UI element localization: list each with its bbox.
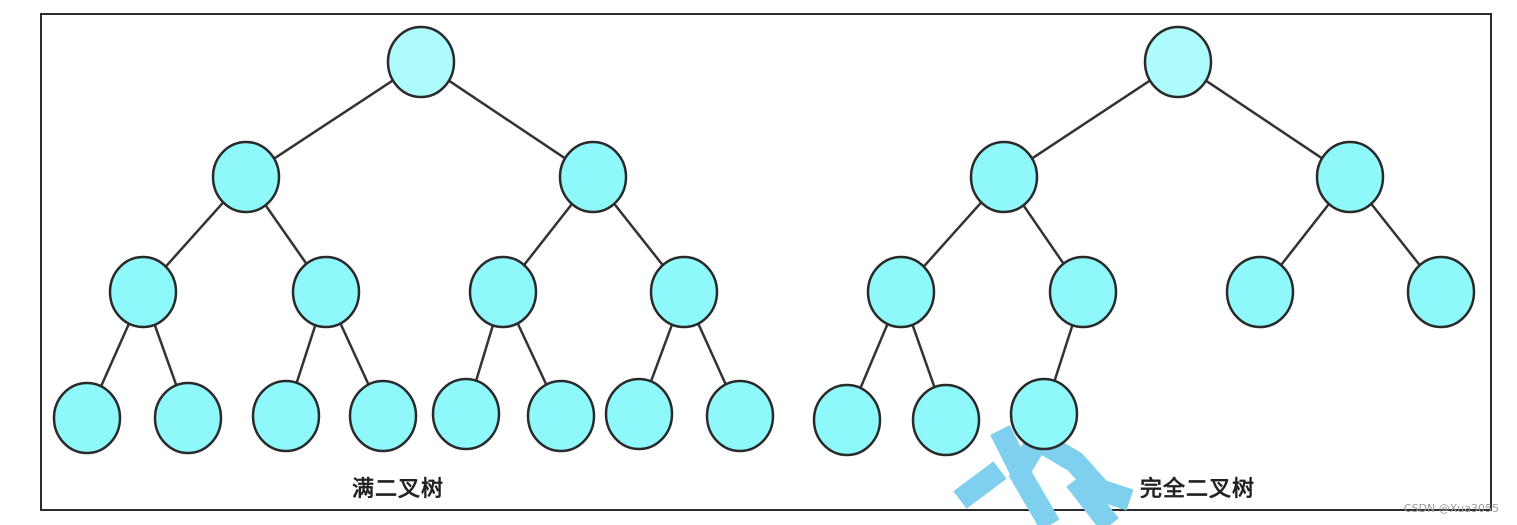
- full-tree-node-L: [211, 140, 281, 214]
- full-edge-RR-RRL: [649, 322, 674, 384]
- full-edge-LR-LRR: [338, 321, 371, 387]
- full-edge-root-L: [272, 79, 395, 160]
- complete-edge-LR-LRL: [1052, 323, 1075, 383]
- full-tree-node-LL: [108, 255, 178, 329]
- complete-tree-node-L: [969, 140, 1039, 214]
- full-tree-node-root: [386, 25, 456, 99]
- full-tree-node-RL: [468, 255, 538, 329]
- complete-tree-node-R: [1315, 140, 1385, 214]
- watermark-text: CSDN @Xua3055: [1403, 502, 1499, 515]
- complete-tree-node-LR: [1048, 255, 1118, 329]
- complete-edge-root-R: [1204, 79, 1324, 160]
- full-tree-node-RRR: [705, 379, 775, 453]
- full-tree-nodes: [52, 25, 775, 455]
- full-tree-node-RRL: [604, 377, 674, 451]
- full-edge-root-R: [447, 79, 567, 160]
- full-edge-RL-RLR: [515, 321, 549, 387]
- full-tree-node-R: [558, 140, 628, 214]
- full-edge-R-RL: [522, 202, 574, 267]
- complete-tree-edges: [858, 79, 1422, 391]
- full-tree-node-LLR: [153, 381, 223, 455]
- complete-edge-L-LL: [922, 200, 983, 269]
- full-edge-L-LR: [263, 203, 309, 266]
- full-tree-node-LR: [291, 255, 361, 329]
- complete-edge-R-RL: [1279, 202, 1331, 267]
- complete-tree-node-LLL: [812, 383, 882, 457]
- complete-edge-L-LR: [1021, 203, 1066, 266]
- full-binary-tree-caption: 满二叉树: [352, 477, 445, 502]
- watermark-logo-icon: [953, 424, 1134, 525]
- full-edge-LL-LLR: [152, 322, 179, 388]
- complete-tree-node-root: [1143, 25, 1213, 99]
- complete-edge-root-L: [1030, 79, 1152, 160]
- complete-tree-node-RR: [1406, 255, 1476, 329]
- full-edge-LR-LRL: [294, 323, 318, 385]
- full-tree-edges: [99, 79, 728, 389]
- full-edge-LL-LLL: [99, 321, 131, 389]
- full-tree-node-LRL: [251, 379, 321, 453]
- full-edge-RR-RRR: [696, 321, 728, 387]
- complete-edge-LL-LLR: [910, 322, 937, 390]
- complete-edge-R-RR: [1369, 202, 1422, 267]
- full-edge-RL-RLL: [474, 323, 495, 383]
- complete-tree-nodes: [812, 25, 1476, 457]
- full-tree-node-RLL: [431, 377, 501, 451]
- full-edge-R-RR: [612, 202, 665, 267]
- complete-tree-node-LRL: [1009, 377, 1079, 451]
- complete-tree-node-RL: [1225, 255, 1295, 329]
- full-tree-node-RLR: [526, 379, 596, 453]
- complete-edge-LL-LLL: [858, 321, 890, 391]
- complete-tree-node-LL: [866, 255, 936, 329]
- complete-binary-tree-caption: 完全二叉树: [1140, 477, 1256, 502]
- full-edge-L-LL: [164, 200, 225, 269]
- full-tree-node-RR: [649, 255, 719, 329]
- full-tree-node-LLL: [52, 381, 122, 455]
- diagram-frame: [40, 13, 1492, 511]
- complete-tree-node-LLR: [911, 383, 981, 457]
- full-tree-node-LRR: [348, 379, 418, 453]
